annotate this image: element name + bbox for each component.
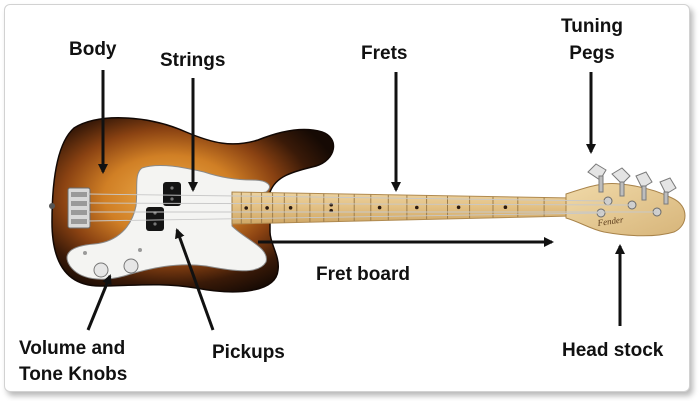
inlay-dot — [377, 205, 382, 210]
inlay-dot — [288, 206, 293, 210]
volume-knob — [93, 262, 109, 278]
inlay-dot — [415, 205, 419, 210]
label-frets: Frets — [361, 43, 408, 64]
strings — [87, 193, 657, 222]
fret-inlays — [244, 202, 508, 213]
arrow-volume-tone — [86, 274, 112, 331]
label-strings: Strings — [160, 50, 226, 71]
inlay-dot — [503, 205, 508, 209]
pickguard — [66, 164, 270, 280]
pickup-lower — [146, 207, 164, 231]
inlay-dot — [456, 205, 461, 210]
inlay-dot — [244, 206, 248, 210]
label-fret-board: Fret board — [316, 264, 410, 285]
svg-text:Fender: Fender — [596, 214, 625, 228]
label-head-stock: Head stock — [562, 340, 664, 361]
tone-knob — [123, 258, 139, 274]
label-body: Body — [69, 39, 117, 60]
label-volume-line2: Tone Knobs — [19, 364, 128, 385]
label-tuning-pegs-line2: Pegs — [569, 43, 615, 64]
label-volume-line1: Volume and — [19, 338, 126, 359]
tuning-pegs — [587, 163, 677, 205]
bridge — [67, 187, 91, 229]
arrow-pickups — [175, 228, 215, 331]
headstock — [565, 183, 686, 237]
inlay-dot — [265, 206, 269, 210]
pickup-upper — [163, 182, 181, 206]
label-pickups: Pickups — [212, 342, 285, 363]
label-tuning-pegs-line1: Tuning — [561, 16, 623, 37]
